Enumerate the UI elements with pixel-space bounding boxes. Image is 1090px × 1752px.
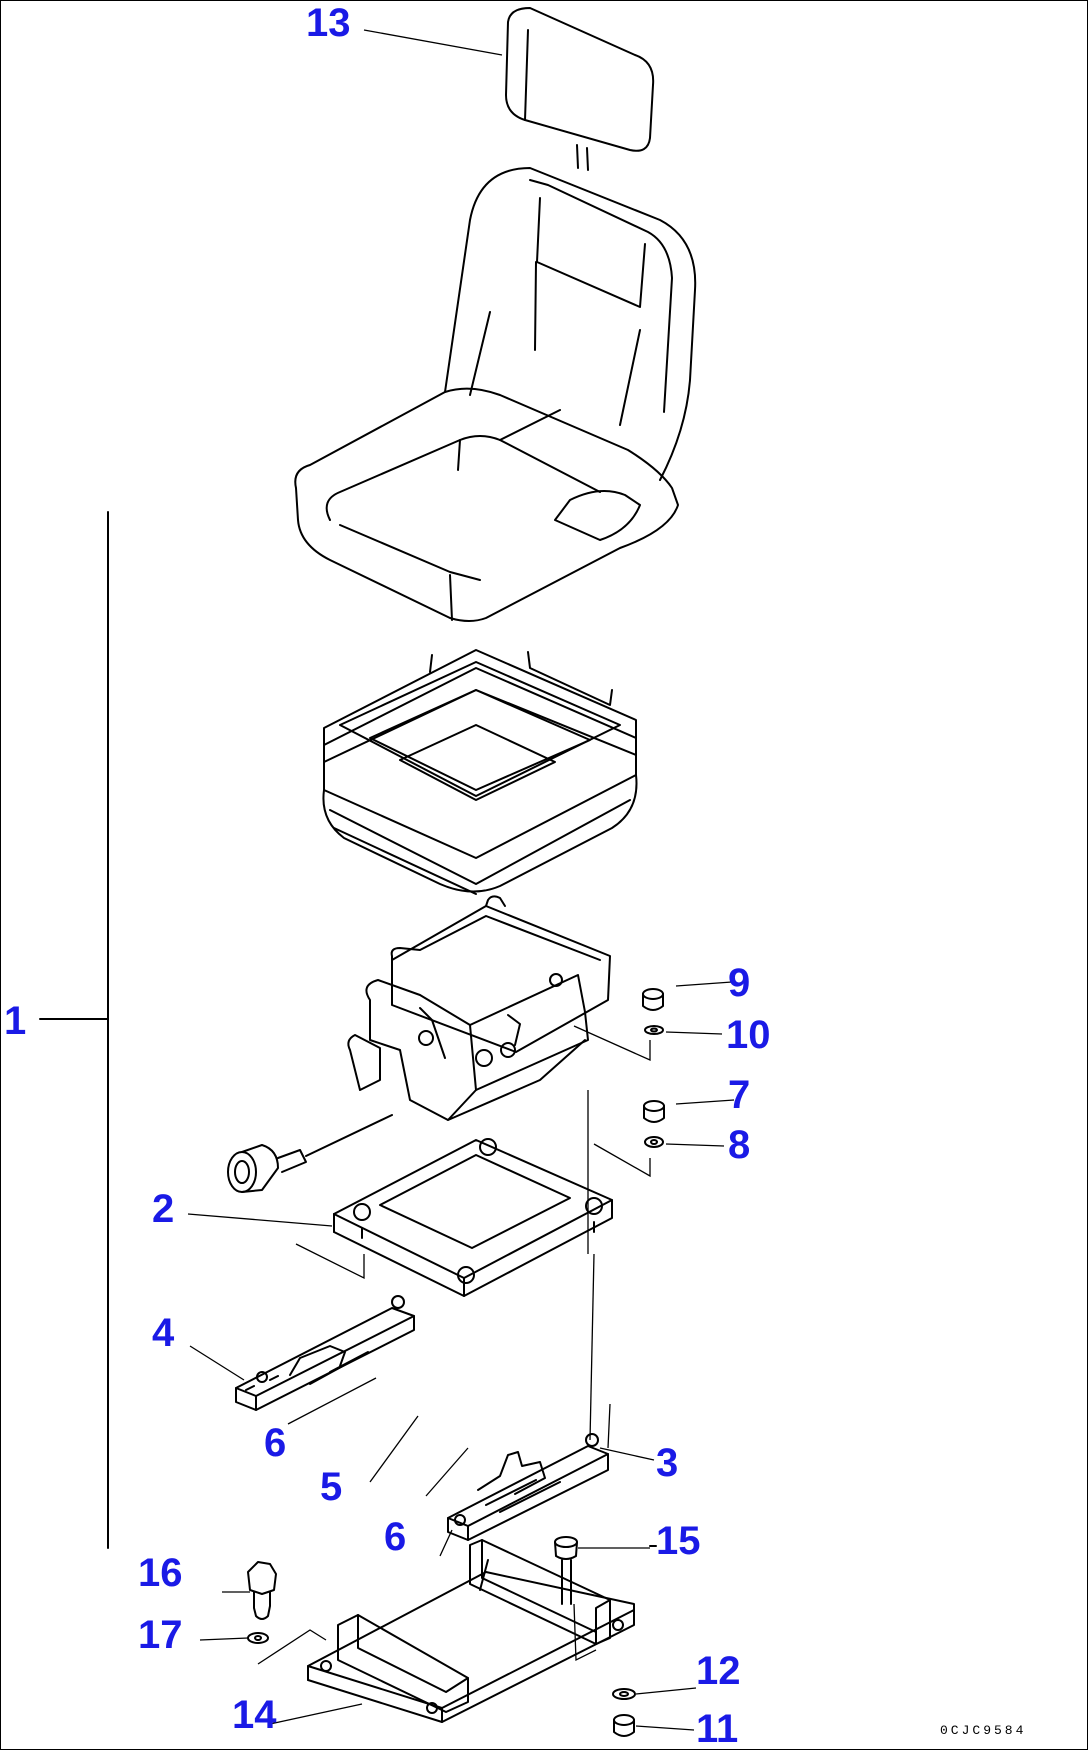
washer-10 bbox=[644, 1025, 664, 1035]
callout-12: 12 bbox=[696, 1649, 741, 1693]
drawing-code: 0CJC9584 bbox=[940, 1723, 1026, 1738]
callout-5: 5 bbox=[320, 1465, 342, 1509]
assembly-lines bbox=[187, 29, 735, 1731]
callout-7: 7 bbox=[728, 1073, 750, 1117]
left-slide-rail bbox=[235, 1295, 415, 1411]
washer-12 bbox=[612, 1688, 636, 1700]
callout-1: 1 bbox=[4, 999, 26, 1043]
nut-11 bbox=[613, 1714, 635, 1737]
callout-4: 4 bbox=[152, 1311, 175, 1355]
seat-assembly bbox=[294, 167, 697, 622]
callout-8: 8 bbox=[728, 1123, 750, 1167]
callout-6b: 6 bbox=[384, 1515, 406, 1559]
pin-15 bbox=[554, 1536, 578, 1605]
callout-15: 15 bbox=[656, 1519, 701, 1563]
callout-2: 2 bbox=[152, 1187, 174, 1231]
callout-9: 9 bbox=[728, 961, 750, 1005]
callout-14: 14 bbox=[232, 1693, 277, 1737]
mounting-plate bbox=[333, 1138, 613, 1297]
headrest bbox=[505, 7, 655, 171]
right-slide-rail bbox=[447, 1433, 609, 1541]
suspension-unit bbox=[347, 895, 611, 1121]
callout-6a: 6 bbox=[264, 1421, 286, 1465]
callout-3: 3 bbox=[656, 1441, 678, 1485]
hardware bbox=[247, 988, 665, 1737]
adjust-knob bbox=[227, 1114, 393, 1193]
callout-16: 16 bbox=[138, 1551, 183, 1595]
callout-11: 11 bbox=[696, 1707, 738, 1751]
washer-8 bbox=[644, 1136, 664, 1148]
washer-17 bbox=[247, 1632, 269, 1644]
bolt-16 bbox=[247, 1561, 277, 1620]
callout-17: 17 bbox=[138, 1613, 183, 1657]
nut-9 bbox=[642, 988, 664, 1011]
nut-7 bbox=[643, 1100, 665, 1123]
callout-labels: 1 2 3 4 5 6 6 7 8 9 10 11 12 13 14 15 16… bbox=[4, 1, 771, 1751]
assembly-bracket bbox=[39, 511, 109, 1549]
suspension-cover bbox=[322, 649, 638, 895]
callout-10: 10 bbox=[726, 1013, 771, 1057]
callout-13: 13 bbox=[306, 1, 351, 45]
base-frame bbox=[307, 1539, 635, 1723]
